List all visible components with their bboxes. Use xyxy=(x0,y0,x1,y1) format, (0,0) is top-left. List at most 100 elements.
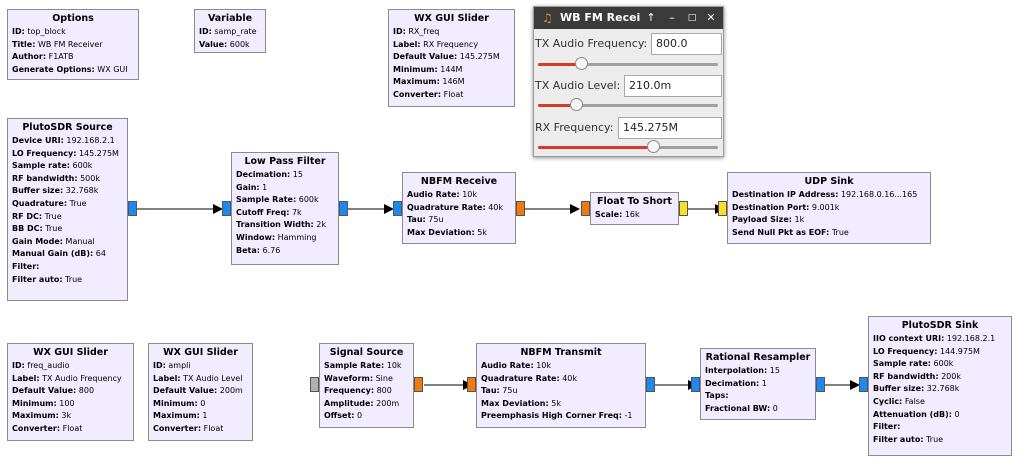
rx-frequency-field[interactable]: 145.275M xyxy=(618,117,722,139)
param-key: Quadrature: xyxy=(12,198,68,208)
param-key: Cutoff Freq: xyxy=(236,207,290,217)
port-lpf-in[interactable] xyxy=(222,201,231,216)
block-param: Minimum: 100 xyxy=(12,398,129,411)
param-value: 144M xyxy=(440,64,463,74)
param-key: Payload Size: xyxy=(732,215,792,225)
param-key: Attenuation (dB): xyxy=(873,409,952,419)
block-param: Manual Gain (dB): 64 xyxy=(12,248,123,261)
block-title: WX GUI Slider xyxy=(33,347,108,358)
port-lpf-out[interactable] xyxy=(339,201,348,216)
block-param: Decimation: 1 xyxy=(705,378,811,391)
block-param: ID: RX_freq xyxy=(393,26,510,39)
block-title: WX GUI Slider xyxy=(163,347,238,358)
minimize-icon[interactable]: – xyxy=(669,11,675,24)
block-param: RF bandwidth: 200k xyxy=(873,371,1007,384)
param-key: Transition Width: xyxy=(236,220,314,230)
block-param: Filter: xyxy=(12,261,123,274)
tx-audio-level-slider[interactable] xyxy=(538,104,718,107)
param-value: Float xyxy=(443,89,464,99)
param-key: Default Value: xyxy=(393,52,458,62)
param-value: Manual xyxy=(65,236,95,246)
window-titlebar[interactable]: ♫ WB FM Recei ↑ – □ ✕ xyxy=(534,7,723,29)
up-arrow-icon[interactable]: ↑ xyxy=(646,11,656,24)
port-plutosdr-sink-in[interactable] xyxy=(859,377,868,392)
block-title: NBFM Transmit xyxy=(520,347,602,358)
param-key: Tau: xyxy=(481,386,500,396)
block-param: LO Frequency: 145.275M xyxy=(12,148,123,161)
param-value: 10k xyxy=(536,361,552,370)
port-f2s-out[interactable] xyxy=(679,201,688,216)
block-title: WX GUI Slider xyxy=(414,13,489,24)
app-icon: ♫ xyxy=(542,11,553,25)
param-value: 9.001k xyxy=(811,202,840,212)
param-key: Decimation: xyxy=(236,170,291,179)
maximize-icon[interactable]: □ xyxy=(687,13,697,23)
tx-audio-level-field[interactable]: 210.0m xyxy=(624,75,722,97)
port-plutosdr-source-out[interactable] xyxy=(128,201,137,216)
param-value: 600k xyxy=(72,161,93,171)
port-signal-source-in[interactable] xyxy=(310,377,319,392)
window-title: WB FM Recei xyxy=(560,11,641,24)
close-icon[interactable]: ✕ xyxy=(706,11,716,24)
block-param: Quadrature Rate: 40k xyxy=(407,202,511,215)
block-title: PlutoSDR Source xyxy=(22,122,113,133)
param-value: WB FM Receiver xyxy=(37,39,103,49)
tx-audio-frequency-slider[interactable] xyxy=(538,63,718,66)
param-value: Float xyxy=(203,423,224,433)
port-f2s-in[interactable] xyxy=(581,201,590,216)
param-key: Decimation: xyxy=(705,378,760,388)
param-key: Beta: xyxy=(236,245,260,255)
block-param: Value: 600k xyxy=(199,39,261,52)
rx-frequency-slider-knob[interactable] xyxy=(647,140,661,153)
param-value: 1 xyxy=(262,182,268,192)
block-param: Beta: 6.76 xyxy=(236,245,334,258)
port-nbfm-rx-in[interactable] xyxy=(393,201,402,216)
wbfm-receiver-window[interactable]: ♫ WB FM Recei ↑ – □ ✕ TX Audio Frequency… xyxy=(533,6,724,157)
param-value: 200m xyxy=(219,386,243,396)
tx-audio-frequency-field[interactable]: 800.0 xyxy=(651,33,722,55)
block-param: Fractional BW: 0 xyxy=(705,403,811,416)
port-resampler-in[interactable] xyxy=(691,377,700,392)
rx-frequency-slider[interactable] xyxy=(538,146,718,149)
param-key: Author: xyxy=(12,52,47,62)
param-value: Sine xyxy=(375,373,393,383)
port-nbfm-tx-in[interactable] xyxy=(467,377,476,392)
tx-audio-frequency-slider-knob[interactable] xyxy=(575,57,589,70)
block-title: Signal Source xyxy=(329,347,404,358)
param-key: Minimum: xyxy=(393,64,438,74)
block-title: NBFM Receive xyxy=(420,176,498,187)
param-key: Audio Rate: xyxy=(481,361,534,370)
block-title: UDP Sink xyxy=(804,176,854,187)
port-nbfm-rx-out[interactable] xyxy=(516,201,525,216)
param-value: 192.168.0.16...165 xyxy=(840,190,918,199)
param-key: Minimum: xyxy=(12,398,57,408)
param-value: F1ATB xyxy=(48,52,74,62)
param-value: -1 xyxy=(624,411,633,421)
port-resampler-out[interactable] xyxy=(816,377,825,392)
param-value: 800 xyxy=(78,386,95,396)
param-key: Default Value: xyxy=(153,386,218,396)
block-param: Sample Rate: 10k xyxy=(324,360,409,373)
param-value: 0 xyxy=(954,409,960,419)
param-value: 146M xyxy=(442,77,465,87)
port-nbfm-tx-out[interactable] xyxy=(646,377,655,392)
tx-audio-level-label: TX Audio Level: xyxy=(535,79,621,92)
param-value: 75u xyxy=(428,215,444,225)
port-udp-in[interactable] xyxy=(718,201,727,216)
tx-audio-level-slider-knob[interactable] xyxy=(569,98,583,111)
port-signal-source-out[interactable] xyxy=(414,377,423,392)
